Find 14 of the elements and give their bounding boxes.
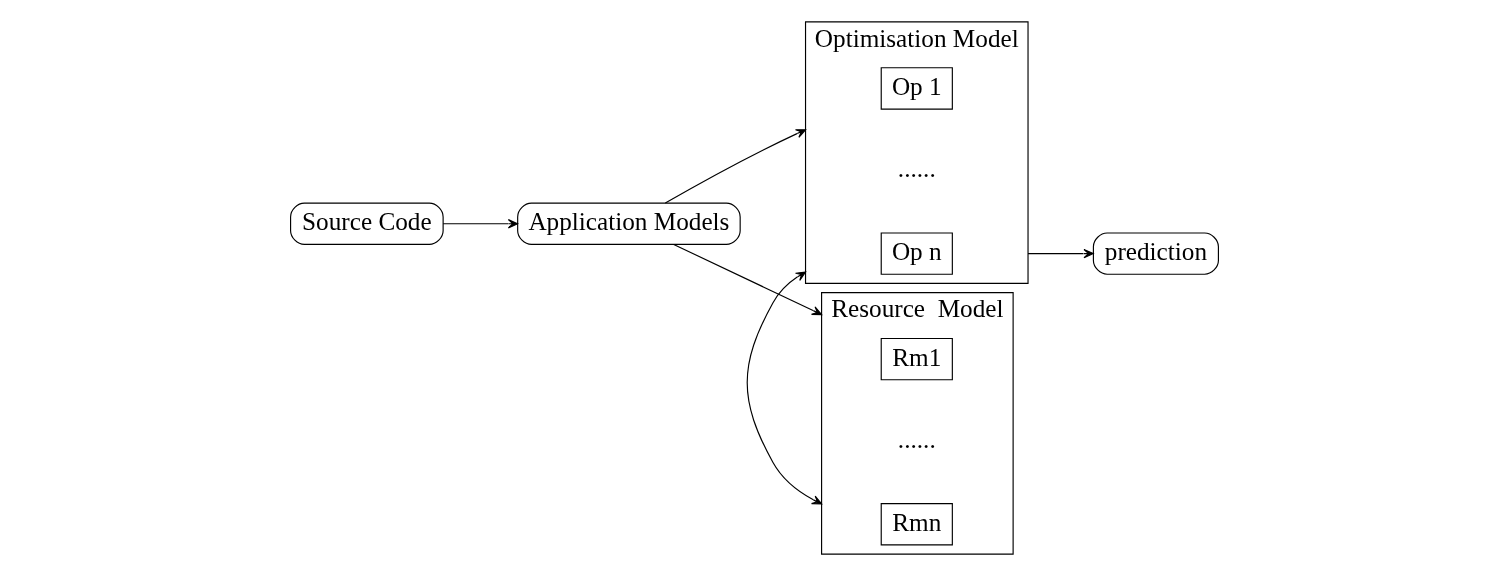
arrow: [442, 219, 518, 229]
node-box: Op n: [880, 232, 953, 275]
arrow: [746, 271, 822, 505]
node-box: Rmn: [880, 503, 953, 546]
node-box: Application Models: [516, 202, 741, 245]
label: ......: [897, 426, 936, 454]
node-box: Source Code: [289, 202, 444, 245]
label: ......: [897, 155, 936, 183]
node-box: Op 1: [880, 67, 953, 110]
node-box: Rm1: [880, 337, 953, 381]
arrow: [1026, 248, 1094, 259]
arrow: [672, 243, 822, 316]
arrow: [664, 129, 806, 204]
node-box: prediction: [1092, 232, 1219, 275]
